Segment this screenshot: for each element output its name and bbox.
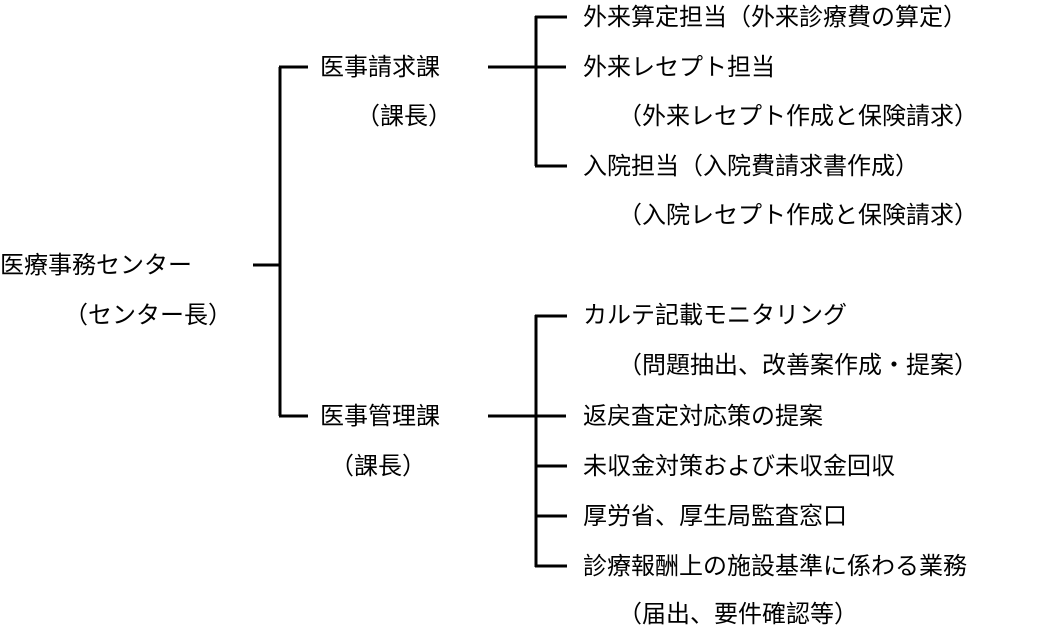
- root-name: 医療事務センター: [0, 251, 192, 279]
- dept2-item-2-line1: 未収金対策および未収金回収: [583, 452, 895, 480]
- dept2-item-3-line1: 厚労省、厚生局監査窓口: [583, 502, 847, 530]
- dept1-item-2-line2: （入院レセプト作成と保険請求）: [618, 201, 978, 229]
- dept2-name: 医事管理課: [320, 402, 440, 430]
- dept1-name: 医事請求課: [320, 53, 440, 81]
- dept2-role: （課長）: [330, 452, 426, 480]
- dept1-role: （課長）: [356, 102, 452, 130]
- dept1-item-2-line1: 入院担当（入院費請求書作成）: [583, 152, 919, 180]
- dept2-item-1-line1: 返戻査定対応策の提案: [583, 402, 823, 430]
- dept2-item-4-line1: 診療報酬上の施設基準に係わる業務: [583, 552, 967, 580]
- root-role: （センター長）: [64, 301, 232, 329]
- dept1-item-0-line1: 外来算定担当（外来診療費の算定）: [583, 3, 967, 31]
- dept2-item-0-line1: カルテ記載モニタリング: [583, 301, 847, 329]
- dept2-item-0-line2: （問題抽出、改善案作成・提案）: [618, 351, 978, 379]
- dept1-item-1-line1: 外来レセプト担当: [583, 53, 775, 81]
- dept2-item-4-line2: （届出、要件確認等）: [618, 600, 858, 628]
- dept1-item-1-line2: （外来レセプト作成と保険請求）: [618, 102, 978, 130]
